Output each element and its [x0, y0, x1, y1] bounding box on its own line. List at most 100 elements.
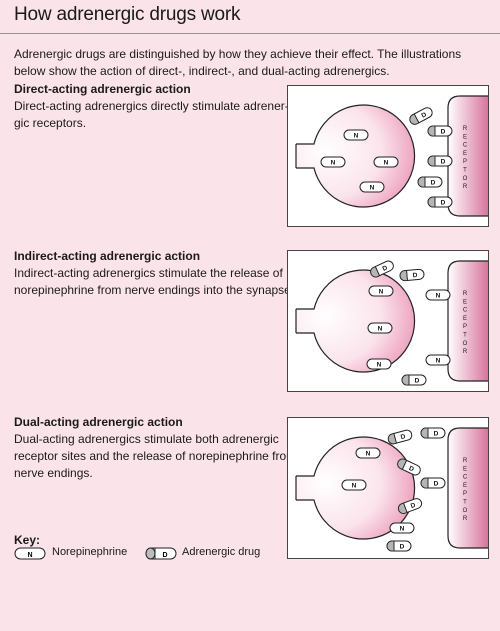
adrenergic-drug-molecule: D: [417, 176, 443, 188]
svg-text:N: N: [436, 358, 441, 365]
receptor-label-letter: C: [463, 143, 468, 149]
adrenergic-drug-molecule: D: [420, 477, 446, 489]
svg-text:D: D: [434, 481, 439, 488]
section-indirect-line1: Indirect-acting adrenergics stimulate th…: [14, 266, 283, 280]
adrenergic-drug-molecule: D: [387, 429, 413, 445]
section-dual-text: Dual-acting adrenergics stimulate both a…: [14, 431, 296, 482]
svg-text:N: N: [400, 526, 405, 533]
key-d-letter: D: [162, 552, 167, 559]
svg-text:D: D: [400, 544, 405, 551]
svg-text:D: D: [410, 502, 417, 510]
norepinephrine-molecule: N: [425, 354, 451, 366]
svg-text:D: D: [400, 433, 407, 441]
page-title: How adrenergic drugs work: [14, 4, 241, 25]
receptor-label-letter: R: [463, 349, 468, 355]
adrenergic-drug-molecule: D: [427, 196, 453, 208]
svg-text:N: N: [384, 160, 389, 167]
section-dual-line1: Dual-acting adrenergics stimulate both a…: [14, 432, 279, 446]
section-indirect-title: Indirect-acting adrenergic action: [14, 249, 201, 263]
svg-text:N: N: [436, 293, 441, 300]
nerve-ending: [296, 104, 416, 208]
receptor-label-letter: R: [463, 516, 468, 522]
section-direct-text: Direct-acting adrenergics directly stimu…: [14, 98, 289, 132]
svg-text:N: N: [379, 289, 384, 296]
receptor-label-letter: T: [463, 168, 467, 174]
adrenergic-drug-molecule: D: [401, 374, 427, 386]
section-direct-title: Direct-acting adrenergic action: [14, 82, 191, 96]
svg-text:D: D: [441, 200, 446, 207]
receptor-label-letter: R: [463, 291, 468, 297]
nerve-ending: [296, 269, 416, 373]
adrenergic-drug-molecule: D: [397, 498, 423, 514]
receptor-label-letter: T: [463, 500, 467, 506]
key-legend: N D Norepinephrine Adrenergic drug: [14, 545, 314, 563]
receptor-label-letter: P: [463, 324, 467, 330]
receptor-label-letter: C: [463, 475, 468, 481]
receptor-label-letter: R: [463, 458, 468, 464]
intro-text: Adrenergic drugs are distinguished by ho…: [14, 47, 462, 78]
svg-text:D: D: [408, 465, 415, 473]
norepinephrine-molecule: N: [343, 129, 369, 141]
adrenergic-drug-molecule: D: [427, 155, 453, 167]
receptor-label-letter: O: [463, 341, 468, 347]
receptor-label-letter: E: [463, 134, 467, 140]
svg-text:D: D: [415, 378, 420, 385]
receptor-label-letter: O: [463, 176, 468, 182]
key-n-letter: N: [27, 552, 32, 559]
norepinephrine-molecule: N: [373, 156, 399, 168]
svg-text:N: N: [366, 451, 371, 458]
receptor-cell: [447, 427, 488, 549]
adrenergic-drug-molecule: D: [386, 540, 412, 552]
svg-text:N: N: [377, 362, 382, 369]
section-dual-line3: nerve endings.: [14, 466, 93, 480]
section-dual-line2: receptor sites and the release of norepi…: [14, 449, 297, 463]
receptor-label-letter: P: [463, 159, 467, 165]
norepinephrine-molecule: N: [355, 447, 381, 459]
adrenergic-drug-molecule: D: [399, 268, 425, 282]
adrenergic-drug-molecule: D: [370, 260, 394, 278]
receptor-label-letter: E: [463, 299, 467, 305]
svg-text:N: N: [370, 185, 375, 192]
norepinephrine-molecule: N: [368, 285, 394, 297]
receptor-cell: [447, 260, 488, 382]
norepinephrine-molecule: N: [320, 156, 346, 168]
key-title: Key:: [14, 533, 41, 547]
svg-text:D: D: [441, 129, 446, 136]
adrenergic-drug-molecule: D: [420, 427, 446, 439]
receptor-label-letter: R: [463, 184, 468, 190]
svg-text:N: N: [354, 133, 359, 140]
receptor-label-letter: O: [463, 508, 468, 514]
adrenergic-drug-molecule: D: [397, 458, 421, 476]
section-direct-line2: gic receptors.: [14, 116, 87, 130]
section-dual-title: Dual-acting adrenergic action: [14, 415, 183, 429]
svg-text:N: N: [352, 483, 357, 490]
receptor-cell: [447, 95, 488, 217]
norepinephrine-molecule: N: [366, 358, 392, 370]
norepinephrine-molecule: N: [389, 522, 415, 534]
norepinephrine-molecule: N: [367, 322, 393, 334]
key-d-label: Adrenergic drug: [182, 546, 261, 558]
key-d-symbol: D: [145, 547, 177, 560]
norepinephrine-molecule: N: [425, 289, 451, 301]
svg-text:N: N: [331, 160, 336, 167]
receptor-label-letter: E: [463, 151, 467, 157]
svg-text:D: D: [431, 180, 436, 187]
svg-text:D: D: [382, 264, 389, 272]
receptor-label-letter: P: [463, 491, 467, 497]
section-indirect-line2: norepinephrine from nerve endings into t…: [14, 283, 295, 297]
adrenergic-drug-molecule: D: [427, 125, 453, 137]
norepinephrine-molecule: N: [341, 479, 367, 491]
svg-text:N: N: [378, 326, 383, 333]
receptor-label-letter: T: [463, 333, 467, 339]
norepinephrine-molecule: N: [359, 181, 385, 193]
svg-text:D: D: [434, 431, 439, 438]
receptor-label-letter: E: [463, 316, 467, 322]
svg-text:D: D: [420, 111, 428, 120]
section-indirect-text: Indirect-acting adrenergics stimulate th…: [14, 265, 294, 299]
receptor-label-letter: E: [463, 466, 467, 472]
